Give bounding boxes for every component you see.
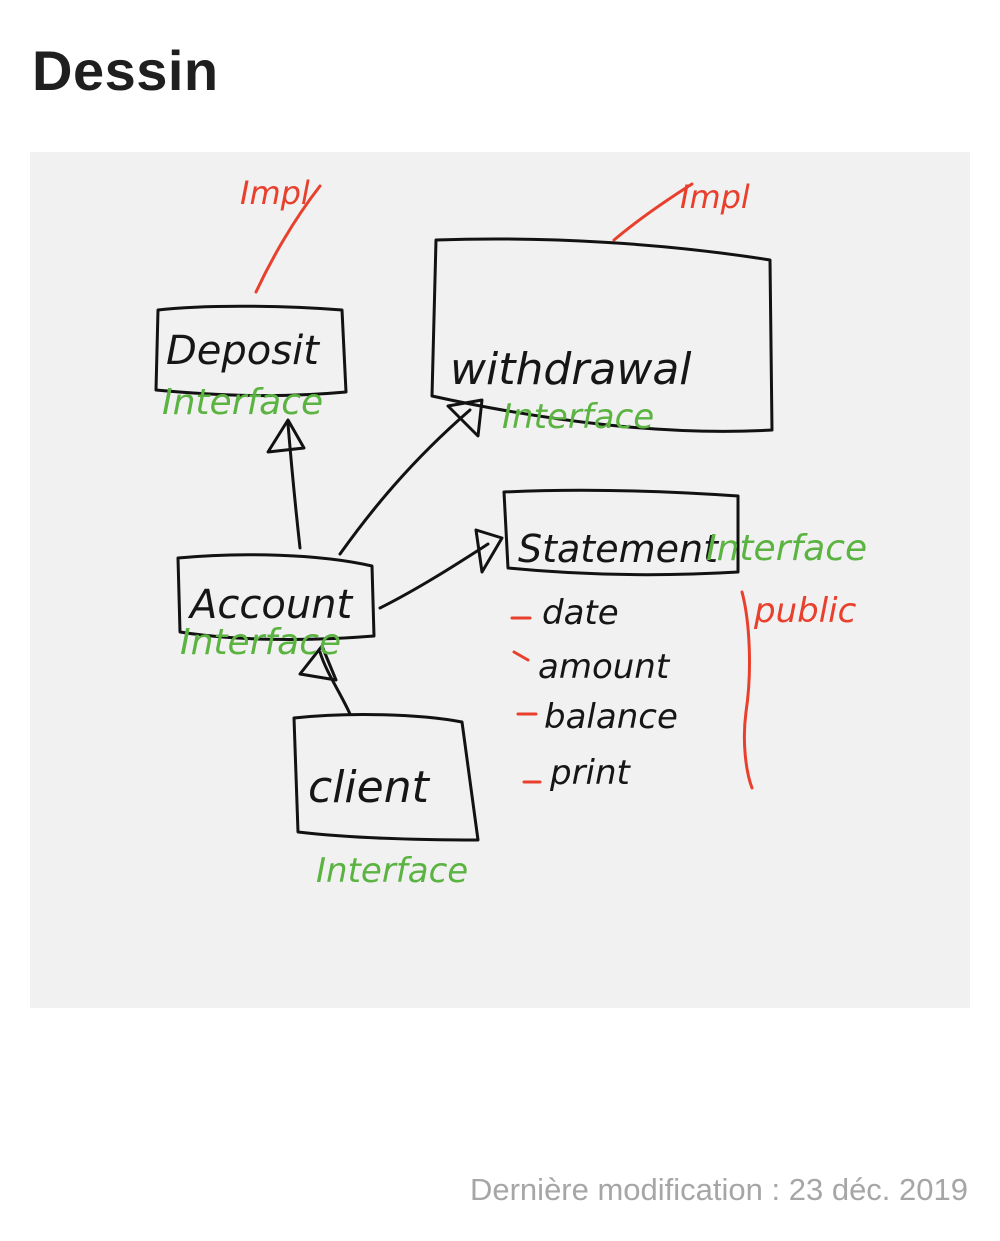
field-balance: balance — [544, 697, 678, 737]
withdrawal-label: withdrawal — [450, 344, 692, 395]
client-box — [292, 713, 480, 842]
arrow-statement-head — [474, 528, 504, 574]
field-print: print — [549, 753, 632, 793]
drawing-canvas[interactable]: Deposit withdrawal Account Statement cli… — [30, 152, 970, 1008]
public-bracket — [740, 590, 754, 790]
arrow-account-head — [298, 644, 338, 682]
field-dash-amount — [512, 650, 530, 662]
public-label: public — [753, 591, 857, 631]
field-amount: amount — [538, 647, 671, 687]
connector-account-statement — [378, 542, 490, 610]
interface-label-account: Interface — [180, 622, 341, 663]
deposit-label: Deposit — [166, 328, 320, 374]
interface-label-statement: Interface — [706, 528, 867, 569]
impl-right-line — [612, 182, 694, 242]
statement-label: Statement — [518, 527, 720, 571]
impl-left-label: Impl — [240, 174, 310, 212]
account-label: Account — [187, 582, 354, 628]
client-label: client — [308, 762, 431, 813]
impl-right-label: Impl — [680, 178, 750, 216]
interface-label-deposit: Interface — [162, 382, 323, 423]
interface-label-withdrawal: Interface — [502, 397, 654, 437]
account-box — [176, 553, 376, 641]
page-title: Dessin — [32, 39, 219, 102]
field-date: date — [542, 593, 619, 633]
connector-client-account — [318, 650, 352, 716]
deposit-box — [154, 304, 348, 398]
connector-account-deposit — [286, 422, 302, 550]
interface-label-client: Interface — [316, 851, 468, 891]
sketch-svg: Deposit withdrawal Account Statement cli… — [154, 174, 867, 891]
statement-box — [502, 488, 740, 577]
last-modified-text: Dernière modification : 23 déc. 2019 — [469, 1172, 968, 1207]
arrow-deposit-head — [266, 418, 306, 454]
connector-account-withdrawal — [338, 408, 472, 556]
arrow-withdrawal-head — [446, 398, 484, 438]
withdrawal-box — [430, 237, 774, 433]
impl-left-line — [254, 184, 322, 294]
